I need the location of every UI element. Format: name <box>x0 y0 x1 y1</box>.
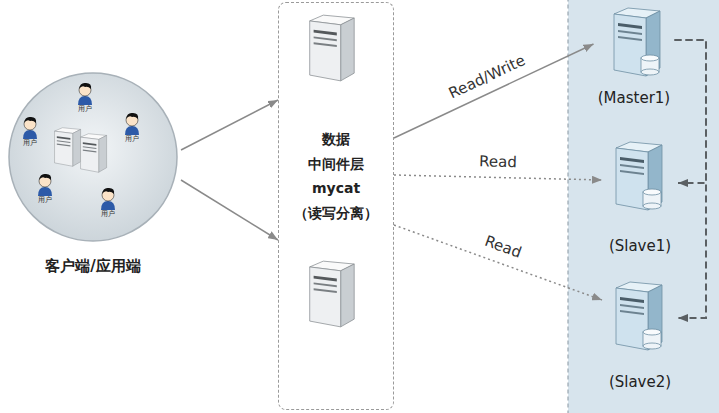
edge-label: Read/Write <box>444 51 529 103</box>
database-server-icon <box>614 8 660 76</box>
user-icon <box>38 174 52 196</box>
node-label: 数据 中间件层 mycat （读写分离） <box>286 127 386 225</box>
user-caption: 用户 <box>38 197 52 204</box>
database-server-icon <box>616 282 662 350</box>
client-server-icon <box>81 134 107 173</box>
user-caption: 用户 <box>78 106 92 113</box>
user-icon <box>23 117 37 139</box>
user-icon <box>78 83 92 105</box>
database-server: (Slave2) <box>602 276 678 396</box>
node-label: (Slave1) <box>609 237 671 256</box>
database-server: (Master1) <box>594 4 675 112</box>
client-group: 客户端/应用端 <box>5 72 181 284</box>
connector <box>675 40 707 183</box>
client-server-icon <box>55 128 81 167</box>
connector <box>394 44 594 138</box>
connector <box>181 100 278 150</box>
connector <box>394 225 602 300</box>
edge-label: Read <box>481 233 526 263</box>
user-caption: 用户 <box>101 211 115 218</box>
database-server: (Slave1) <box>602 138 678 260</box>
node-label: 客户端/应用端 <box>45 257 140 276</box>
middleware-server-icon <box>310 261 354 327</box>
connector <box>181 180 278 240</box>
user-icon <box>101 188 115 210</box>
client-circle-shape <box>9 73 177 241</box>
connector <box>675 40 707 318</box>
edge-label: Read <box>477 153 519 170</box>
middleware-server-icon <box>310 15 354 81</box>
middleware-box: 数据 中间件层 mycat （读写分离） <box>278 2 394 410</box>
database-server-icon <box>616 142 662 210</box>
connector <box>394 175 602 180</box>
node-label: (Master1) <box>598 89 670 108</box>
user-caption: 用户 <box>23 140 37 147</box>
user-caption: 用户 <box>125 136 139 143</box>
node-label: (Slave2) <box>609 373 671 392</box>
user-icon <box>125 113 139 135</box>
database-region <box>568 0 719 413</box>
